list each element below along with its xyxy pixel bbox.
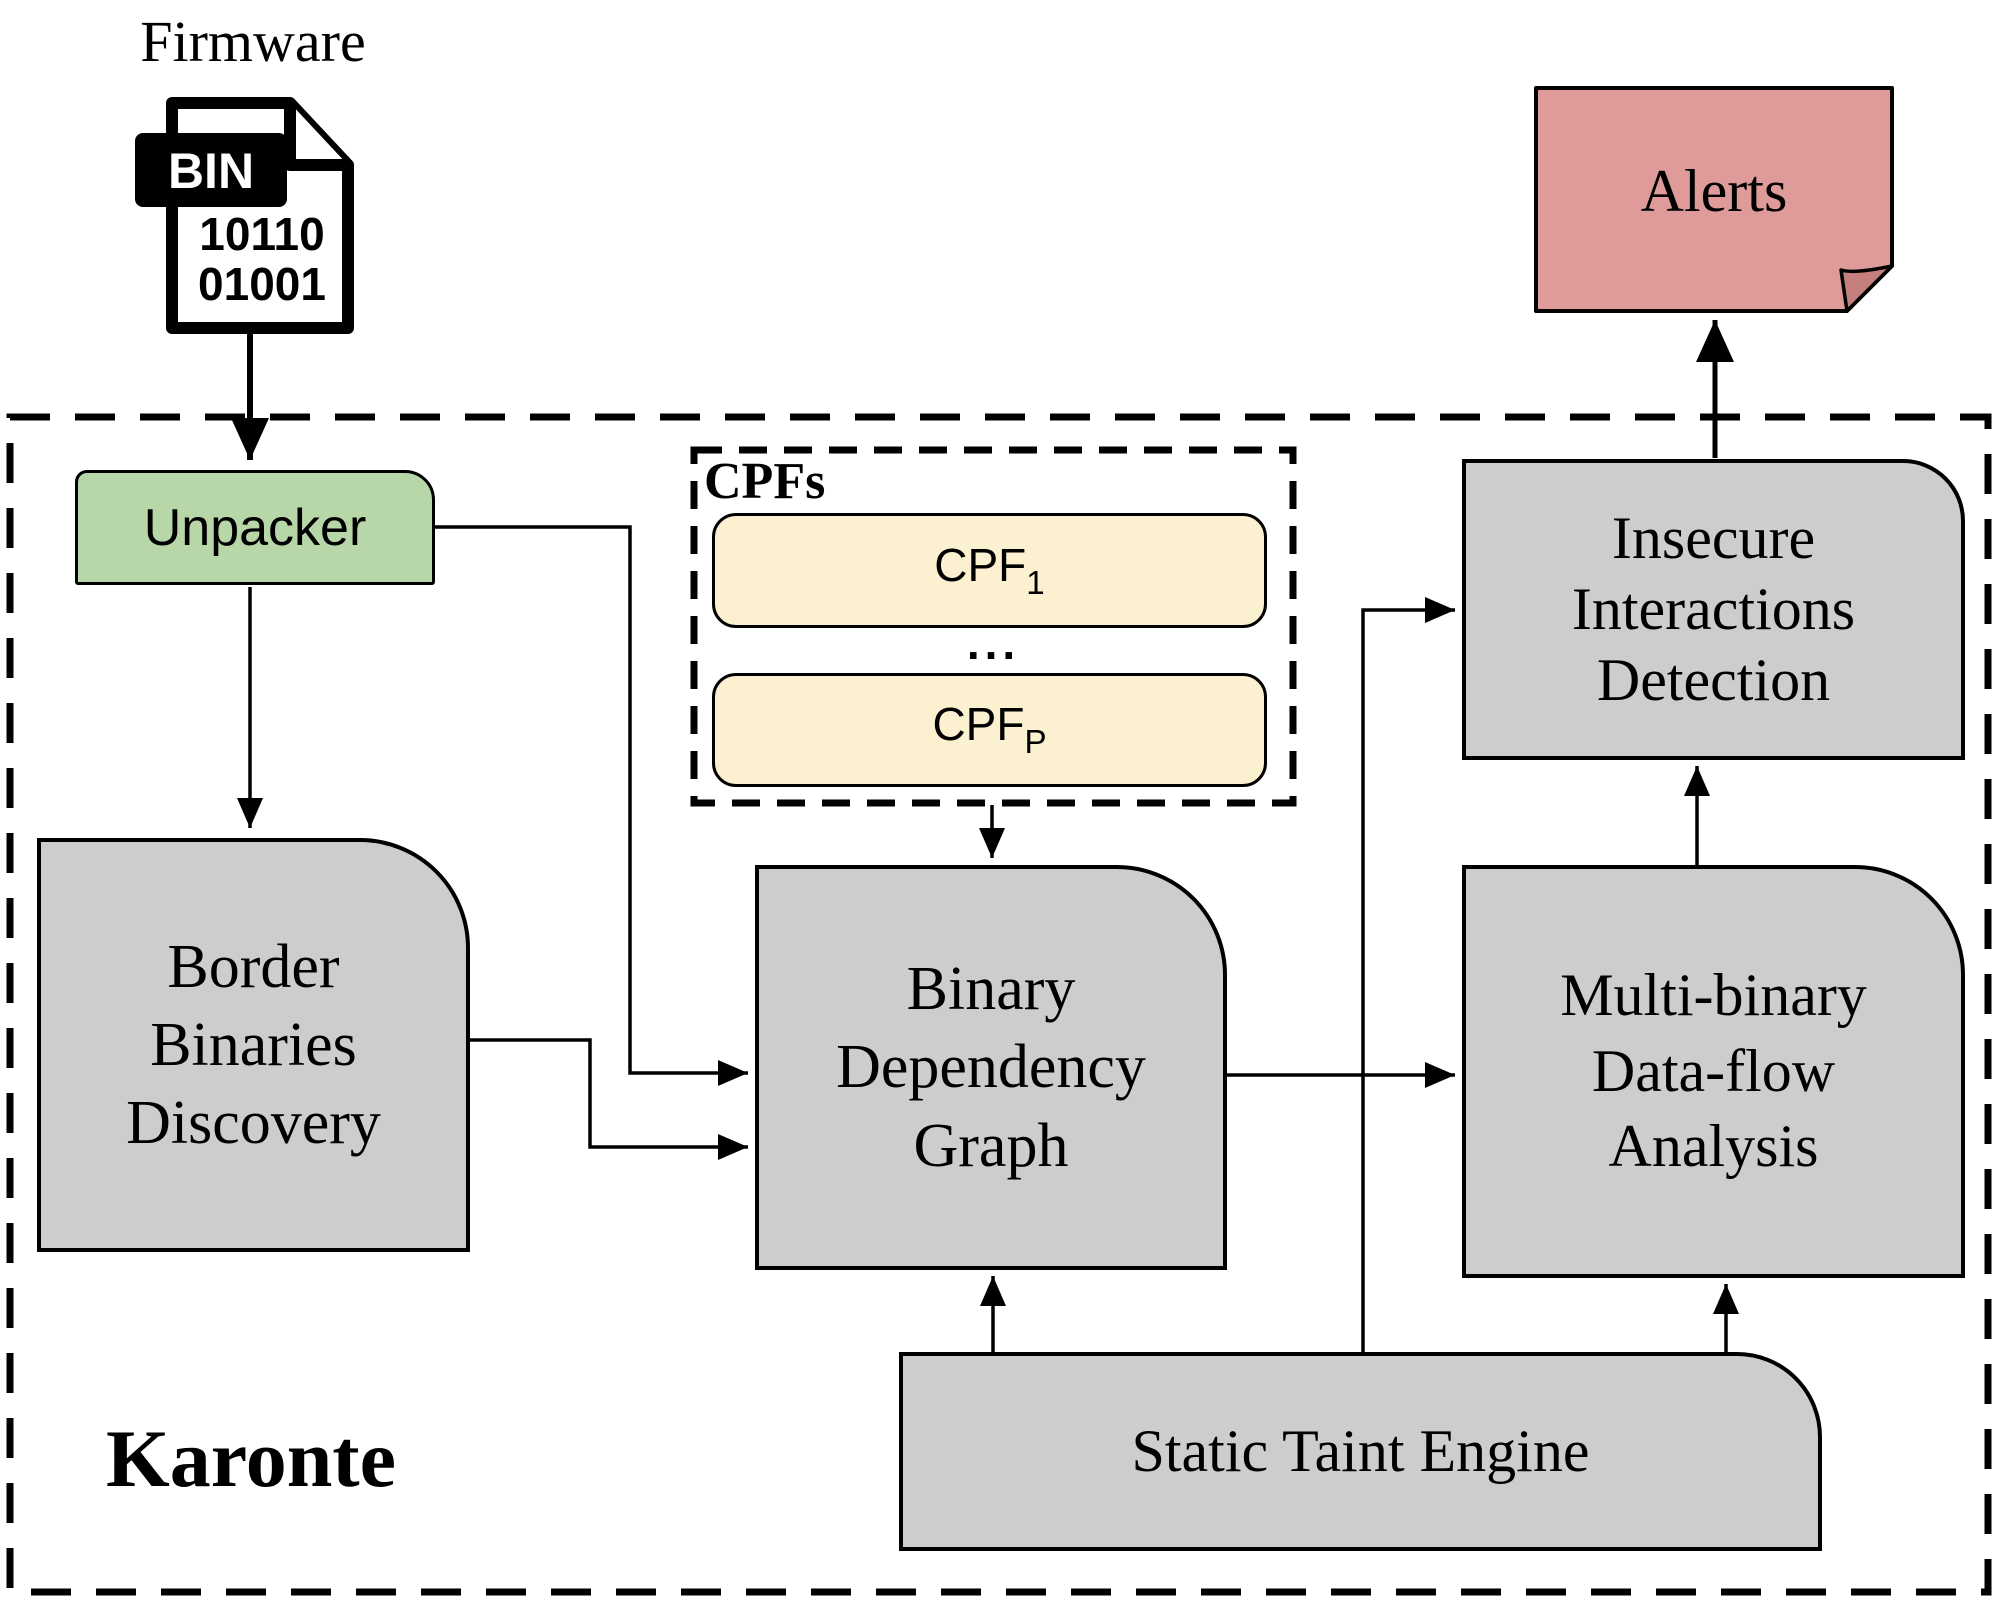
edge-unpacker-to-bdg: [435, 525, 748, 1086]
cpf-last-box: CPFP: [712, 673, 1267, 787]
cpfs-group-label: CPFs: [704, 453, 826, 510]
bin-binary-line2: 01001: [198, 258, 326, 310]
edge-ste-to-iid: [1361, 597, 1455, 1352]
alerts-label: Alerts: [1640, 157, 1788, 224]
iid-label-line3: Detection: [1596, 646, 1831, 713]
cpf-first-label: CPF1: [934, 538, 1044, 603]
iid-label-line2: Interactions: [1571, 576, 1856, 643]
bin-badge-label: BIN: [168, 143, 254, 199]
border-binaries-discovery-box: Border Binaries Discovery: [37, 838, 470, 1252]
bdg-label-line3: Graph: [913, 1111, 1069, 1180]
multi-binary-dataflow-analysis-box: Multi-binary Data-flow Analysis: [1462, 865, 1965, 1278]
mbda-label-line3: Analysis: [1608, 1113, 1819, 1180]
cpf-last-base: CPF: [932, 698, 1025, 751]
static-taint-engine-box: Static Taint Engine: [899, 1352, 1822, 1551]
karonte-system-label: Karonte: [106, 1413, 397, 1504]
bbd-label-line3: Discovery: [126, 1089, 381, 1158]
alerts-label-overlay: Alerts: [1533, 85, 1895, 297]
unpacker-box: Unpacker: [75, 470, 435, 585]
unpacker-label: Unpacker: [143, 498, 367, 557]
iid-label-line1: Insecure: [1611, 505, 1816, 572]
edge-bbd-to-bdg: [470, 1038, 748, 1160]
mbda-label-line2: Data-flow: [1591, 1037, 1836, 1104]
cpfs-dashed-border: [690, 446, 1297, 807]
cpfs-ellipsis: ...: [966, 617, 1021, 669]
karonte-dashed-border: [6, 413, 1992, 1596]
bin-file-fold: [284, 103, 348, 171]
bin-file-icon: BIN 10110 01001: [135, 97, 354, 334]
bbd-label-line2: Binaries: [150, 1010, 357, 1079]
cpf-first-base: CPF: [934, 538, 1027, 591]
cpf-last-sub: P: [1024, 724, 1047, 762]
bdg-label-line2: Dependency: [836, 1033, 1146, 1102]
firmware-label: Firmware: [140, 9, 366, 74]
binary-dependency-graph-box: Binary Dependency Graph: [755, 865, 1227, 1270]
connectors: [231, 320, 1739, 1352]
mbda-label-line1: Multi-binary: [1560, 962, 1867, 1029]
cpf-last-label: CPFP: [932, 697, 1046, 762]
alerts-note-fold: [1839, 264, 1894, 313]
bbd-label-line1: Border: [167, 932, 340, 1001]
cpf-first-sub: 1: [1026, 565, 1045, 603]
insecure-interactions-detection-box: Insecure Interactions Detection: [1462, 459, 1965, 760]
cpf-first-box: CPF1: [712, 513, 1267, 628]
bin-binary-line1: 10110: [199, 208, 324, 260]
bin-badge: [135, 133, 287, 207]
ste-label: Static Taint Engine: [1131, 1417, 1590, 1484]
bdg-label-line1: Binary: [906, 955, 1076, 1024]
alerts-note-shape: [1534, 86, 1894, 313]
